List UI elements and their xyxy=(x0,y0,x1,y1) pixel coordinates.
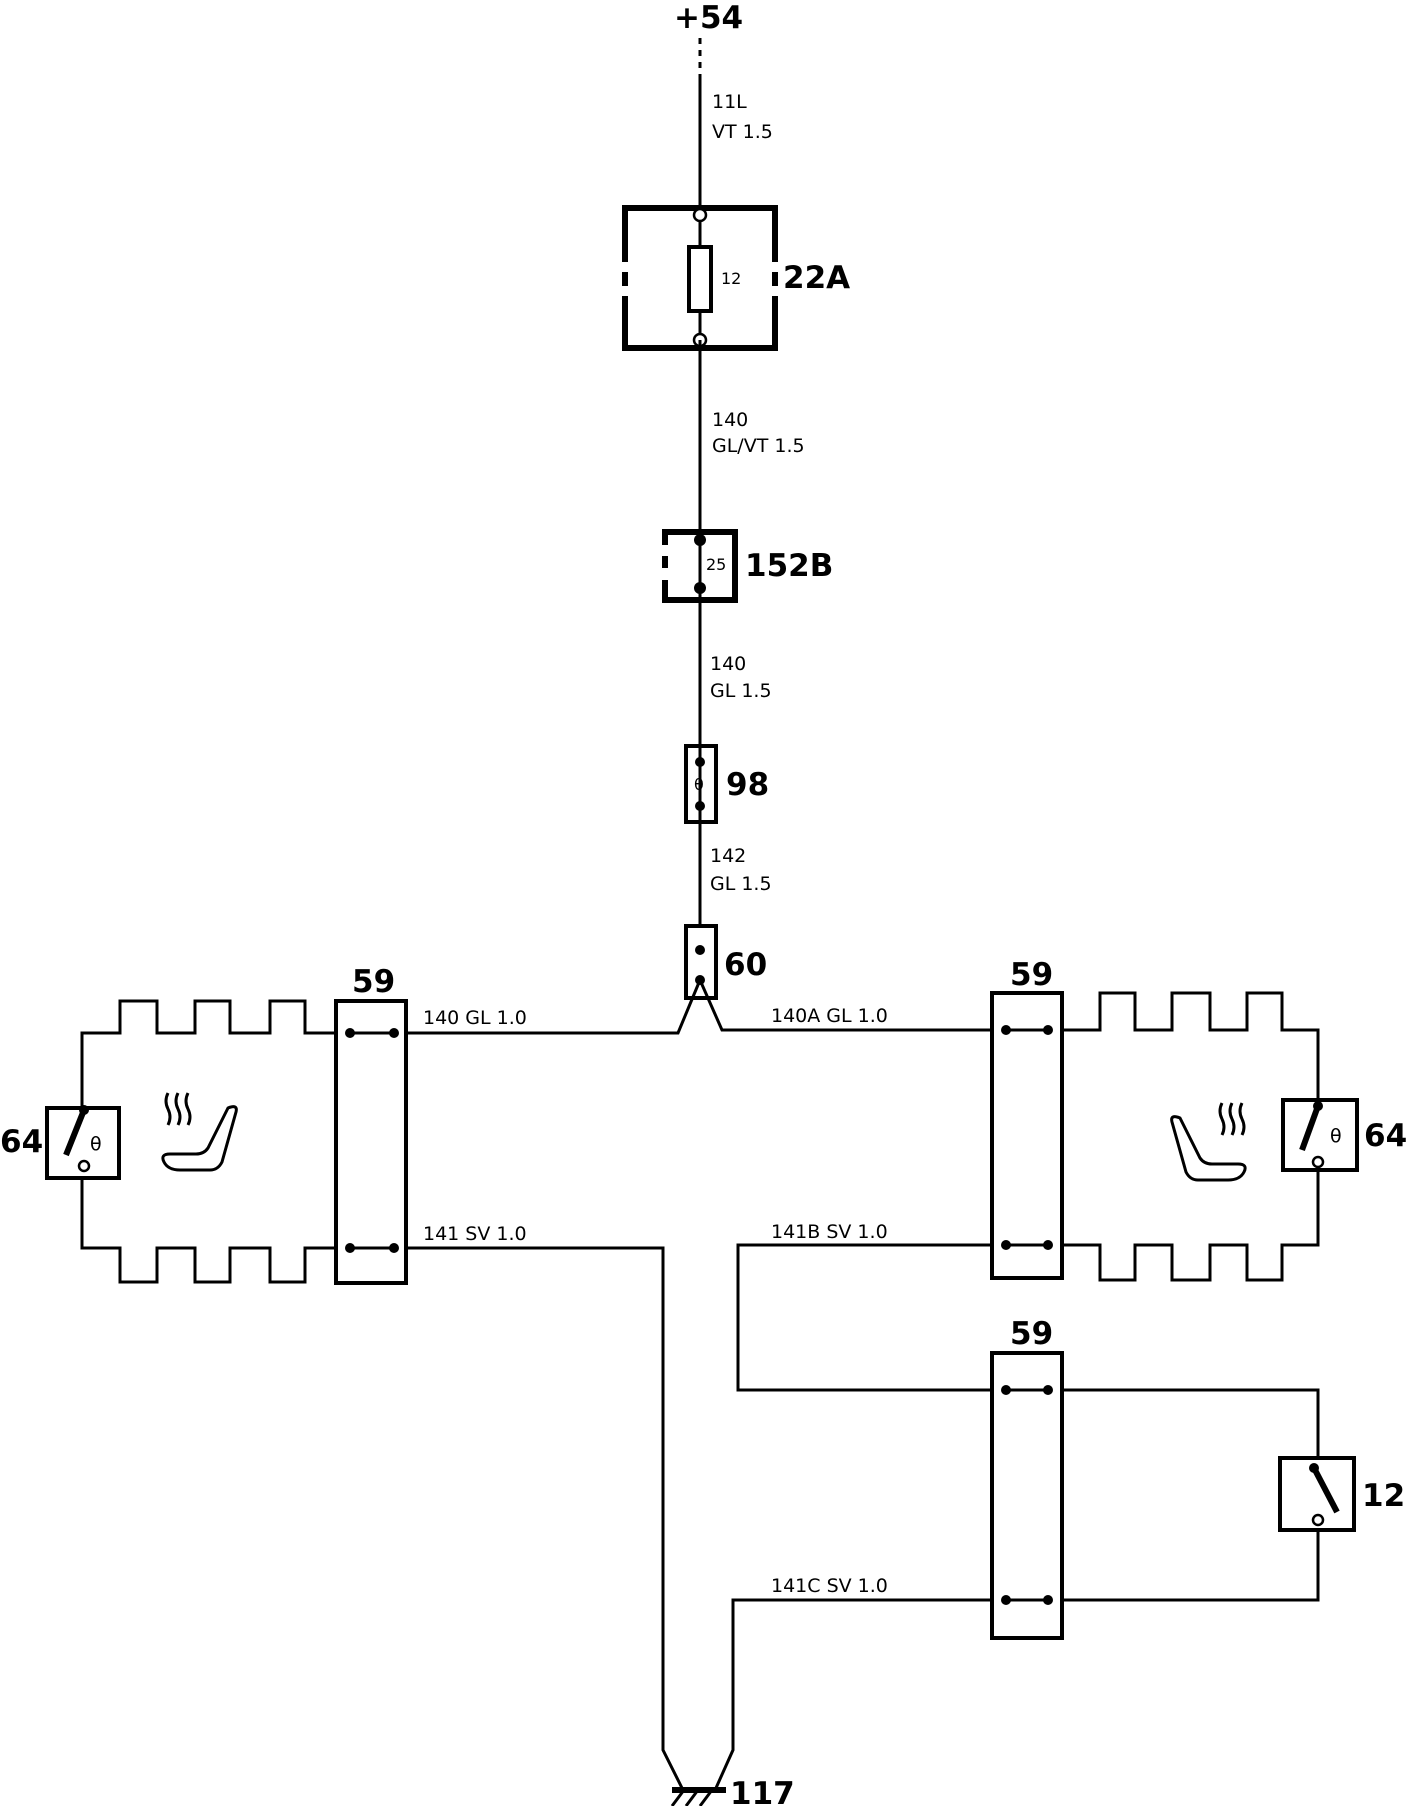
connector-98: θ 98 xyxy=(684,744,769,824)
wire-141c: 141C SV 1.0 xyxy=(771,1575,888,1597)
wire-140-gl-spec: GL 1.5 xyxy=(710,680,772,702)
fuse-152b-label: 152B xyxy=(745,548,833,584)
thermostat-symbol-right: θ xyxy=(1330,1125,1342,1147)
thermostat-symbol-left: θ xyxy=(90,1133,102,1155)
wire-142-spec: GL 1.5 xyxy=(710,873,772,895)
heating-element-right-bottom xyxy=(1062,1168,1320,1282)
wire-140a-right: 140A GL 1.0 xyxy=(771,1005,888,1027)
connector-59-left-label: 59 xyxy=(352,964,395,1000)
wire-140-spec: GL/VT 1.5 xyxy=(712,435,805,457)
wire-142-id: 142 xyxy=(710,845,746,867)
heating-element-left-top xyxy=(80,999,336,1110)
fuse-152b: 25 152B xyxy=(662,529,833,603)
switch-121-label: 121 xyxy=(1362,1478,1408,1514)
connector-59-right-top: 59 xyxy=(990,957,1064,1280)
connector-59-left: 59 xyxy=(334,964,408,1285)
seat-heater-icon-right xyxy=(1170,1102,1247,1182)
wire-11l-id: 11L xyxy=(712,91,747,113)
switch-121: 121 xyxy=(1278,1456,1408,1532)
thermostat-64-right: θ 64 xyxy=(1281,1098,1407,1172)
wire-11l-spec: VT 1.5 xyxy=(712,121,773,143)
thermostat-64-right-label: 64 xyxy=(1364,1118,1407,1154)
supply-terminal: +54 xyxy=(674,0,743,215)
fuse-rating: 12 xyxy=(721,269,741,288)
wire-141-left: 141 SV 1.0 xyxy=(423,1223,527,1245)
thermostat-64-left: θ 64 xyxy=(0,1105,121,1180)
supply-label: +54 xyxy=(674,0,743,36)
heating-element-left-bottom xyxy=(80,1172,336,1284)
fuse-152b-rating: 25 xyxy=(706,555,726,574)
heating-element-right-top xyxy=(1062,991,1320,1110)
connector-60-label: 60 xyxy=(724,947,767,983)
wire-140-id: 140 xyxy=(712,409,748,431)
thermostat-64-left-label: 64 xyxy=(0,1124,43,1160)
fuse-box-label: 22A xyxy=(783,260,850,296)
connector-60: 60 xyxy=(684,924,767,1000)
seat-heater-icon-left xyxy=(161,1092,238,1172)
connector-98-label: 98 xyxy=(726,767,769,803)
connector-59-right-bottom: 59 xyxy=(990,1316,1064,1640)
wire-140-gl-id: 140 xyxy=(710,653,746,675)
fuse-box-22a: 12 22A xyxy=(622,205,850,351)
ground-117-label: 117 xyxy=(730,1776,795,1806)
fuse-element xyxy=(687,245,713,313)
connector-59-right-bottom-label: 59 xyxy=(1010,1316,1053,1352)
wire-140-left: 140 GL 1.0 xyxy=(423,1007,527,1029)
wire-141b: 141B SV 1.0 xyxy=(771,1221,888,1243)
connector-98-symbol: θ xyxy=(694,775,704,794)
ground-117: 117 xyxy=(670,1776,795,1806)
connector-59-right-top-label: 59 xyxy=(1010,957,1053,993)
